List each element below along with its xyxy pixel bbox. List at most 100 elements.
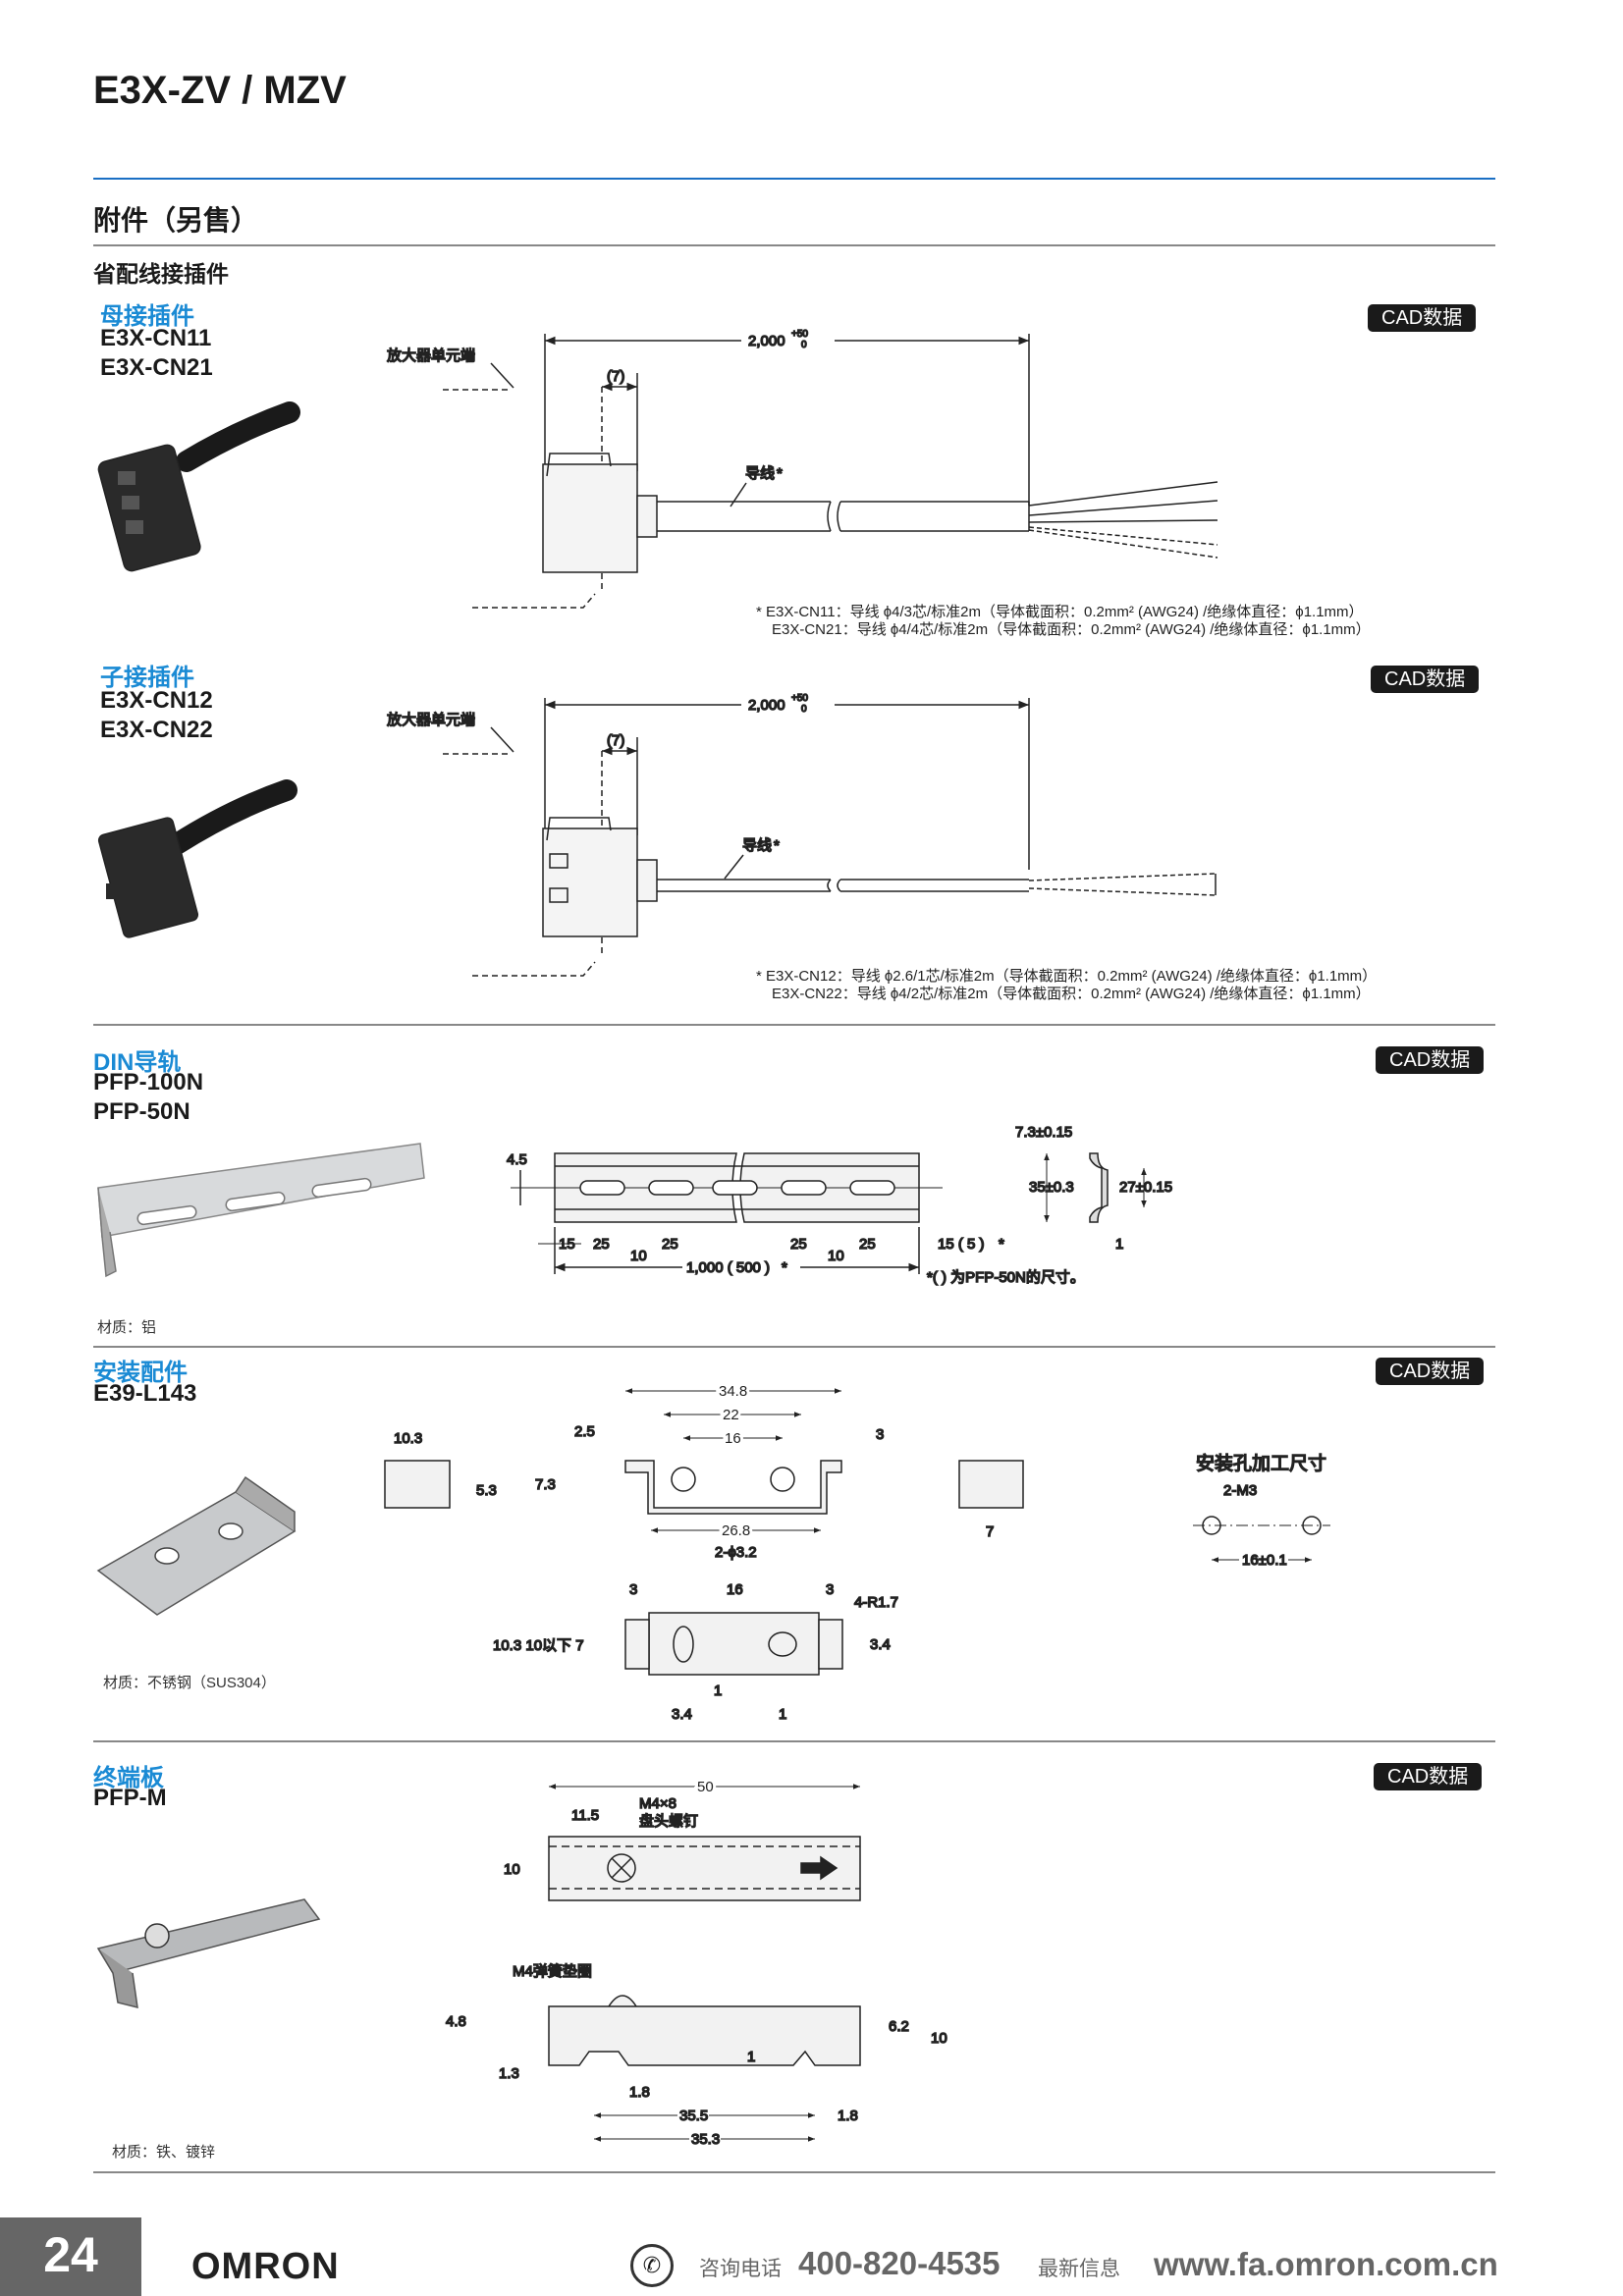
model-name: E3X-CN11 (100, 325, 212, 351)
dim-3-4: 3.4 (870, 1636, 891, 1653)
dim-1: 1 (1115, 1236, 1123, 1253)
phone-icon: ✆ (630, 2244, 674, 2287)
dim-1: 1 (779, 1706, 786, 1723)
dim-heights: 10.3 10以下 7 (493, 1637, 584, 1654)
din-rail-drawing: 4.5 15 25 10 25 25 10 25 15 ( 5 ) * 1,00… (506, 1123, 1173, 1287)
dim-7-3: 7.3 (535, 1476, 556, 1493)
din-rail-photo (97, 1143, 425, 1278)
cad-data-button[interactable]: CAD数据 (1376, 1358, 1485, 1385)
male-connector-photo (97, 779, 298, 938)
dim-3: 3 (826, 1581, 834, 1598)
dim-15: 15 (559, 1236, 575, 1253)
phone-number: 400-820-4535 (798, 2245, 1001, 2281)
dim-10: 10 (504, 1861, 520, 1878)
wire-label: 导线 (742, 837, 772, 854)
dim-1: 1 (747, 2049, 755, 2065)
dim-22: 22 (723, 1407, 739, 1423)
cad-data-button[interactable]: CAD数据 (1376, 1046, 1485, 1074)
dim-11-5: 11.5 (571, 1807, 599, 1824)
dim-holes: 2-ϕ3.2 (715, 1544, 757, 1561)
tolerance: +50 (791, 693, 808, 704)
dim-10-3: 10.3 (394, 1430, 422, 1447)
dim-26-8: 26.8 (722, 1522, 750, 1539)
amp-end-label: 放大器单元端 (387, 712, 475, 728)
dim-34-8: 34.8 (719, 1383, 747, 1400)
dim-50: 50 (697, 1779, 714, 1795)
tolerance: 0 (801, 340, 807, 350)
dim-5-3: 5.3 (476, 1482, 497, 1499)
dim-2-5: 2.5 (574, 1423, 595, 1440)
omron-logo: OMRON (191, 2246, 340, 2287)
divider (93, 1346, 1495, 1348)
screw-type-label: 盘头螺钉 (639, 1812, 698, 1830)
washer-label: M4弹簧垫圈 (513, 1963, 592, 1980)
amp-end-label: 放大器单元端 (387, 347, 475, 364)
dim-10: 10 (828, 1248, 844, 1264)
divider (93, 244, 1495, 246)
section-title: 附件（另售） (93, 205, 259, 236)
din-rail-category: DIN导轨 (93, 1049, 182, 1076)
screw-label: M4×8 (639, 1795, 676, 1812)
material-label: 材质：铝 (97, 1319, 157, 1336)
page-number: 24 (0, 2217, 141, 2296)
dim-35-3: 35.3 (691, 2131, 720, 2148)
female-connector-drawing: 2,000 +50 0 放大器单元端 (7) 导线 * (386, 328, 1218, 609)
end-plate-category: 终端板 (93, 1765, 164, 1791)
cad-data-button[interactable]: CAD数据 (1371, 666, 1480, 693)
asterisk: * (777, 465, 783, 482)
dim-4-5: 4.5 (507, 1151, 527, 1168)
dim-1-8: 1.8 (838, 2108, 858, 2124)
dim-7: (7) (607, 732, 624, 749)
divider (93, 1024, 1495, 1026)
wire-note: * E3X-CN11：导线 ϕ4/3芯/标准2m（导体截面积：0.2mm² (A… (756, 604, 1364, 620)
female-connector-category: 母接插件 (100, 303, 194, 330)
mount-pitch: 16±0.1 (1242, 1552, 1287, 1569)
dim-3-4: 3.4 (672, 1706, 692, 1723)
news-label: 最新信息 (1038, 2258, 1120, 2280)
dim-1-3: 1.3 (499, 2065, 519, 2082)
cad-data-button[interactable]: CAD数据 (1368, 304, 1477, 332)
tolerance: +50 (791, 329, 808, 340)
dim-length: 2,000 (748, 333, 785, 349)
title-divider (93, 178, 1495, 180)
website-link[interactable]: www.fa.omron.com.cn (1154, 2246, 1498, 2282)
dim-25: 25 (790, 1236, 807, 1253)
male-connector-category: 子接插件 (100, 665, 194, 691)
divider (93, 2171, 1495, 2173)
bracket-category: 安装配件 (93, 1360, 188, 1386)
dim-4-8: 4.8 (446, 2013, 466, 2030)
subsection-title: 省配线接插件 (93, 261, 229, 287)
asterisk: * (774, 837, 780, 854)
asterisk: * (782, 1259, 787, 1276)
dim-25: 25 (662, 1236, 678, 1253)
dim-7-3: 7.3±0.15 (1015, 1124, 1072, 1141)
wire-label: 导线 (745, 465, 775, 482)
dim-3: 3 (629, 1581, 637, 1598)
material-label: 材质：铁、镀锌 (112, 2144, 216, 2161)
model-name: E3X-CN21 (100, 354, 213, 381)
mount-screw: 2-M3 (1223, 1482, 1257, 1499)
mounting-bracket-photo (96, 1475, 297, 1616)
model-name: PFP-100N (93, 1069, 204, 1095)
divider (93, 1740, 1495, 1742)
pfp-50n-note: *( ) 为PFP-50N的尺寸。 (927, 1269, 1085, 1286)
dim-1-8: 1.8 (629, 2084, 650, 2101)
model-name: PFP-50N (93, 1098, 190, 1125)
asterisk: * (999, 1236, 1004, 1253)
female-connector-photo (97, 401, 300, 572)
male-connector-drawing: 2,000 +50 0 放大器单元端 (7) 导线 * (386, 692, 1217, 977)
cad-data-button[interactable]: CAD数据 (1374, 1763, 1483, 1790)
mounting-bracket-drawing: 10.3 5.3 34.8 22 16 2.5 7.3 3 26.8 2-ϕ3.… (384, 1380, 1330, 1724)
dim-radius: 4-R1.7 (854, 1594, 898, 1611)
dim-total-length: 1,000 ( 500 ) (686, 1259, 770, 1276)
end-plate-photo (96, 1898, 321, 2008)
dim-35-5: 35.5 (679, 2108, 708, 2124)
dim-7: 7 (986, 1523, 994, 1540)
material-label: 材质：不锈钢（SUS304） (103, 1675, 276, 1691)
end-plate-drawing: 50 11.5 M4×8 盘头螺钉 10 M4弹簧垫圈 4.8 1.3 1.8 … (445, 1776, 947, 2149)
dim-3: 3 (876, 1426, 884, 1443)
model-name: E3X-CN12 (100, 687, 213, 714)
model-name: PFP-M (93, 1785, 167, 1811)
dim-27: 27±0.15 (1119, 1179, 1172, 1196)
